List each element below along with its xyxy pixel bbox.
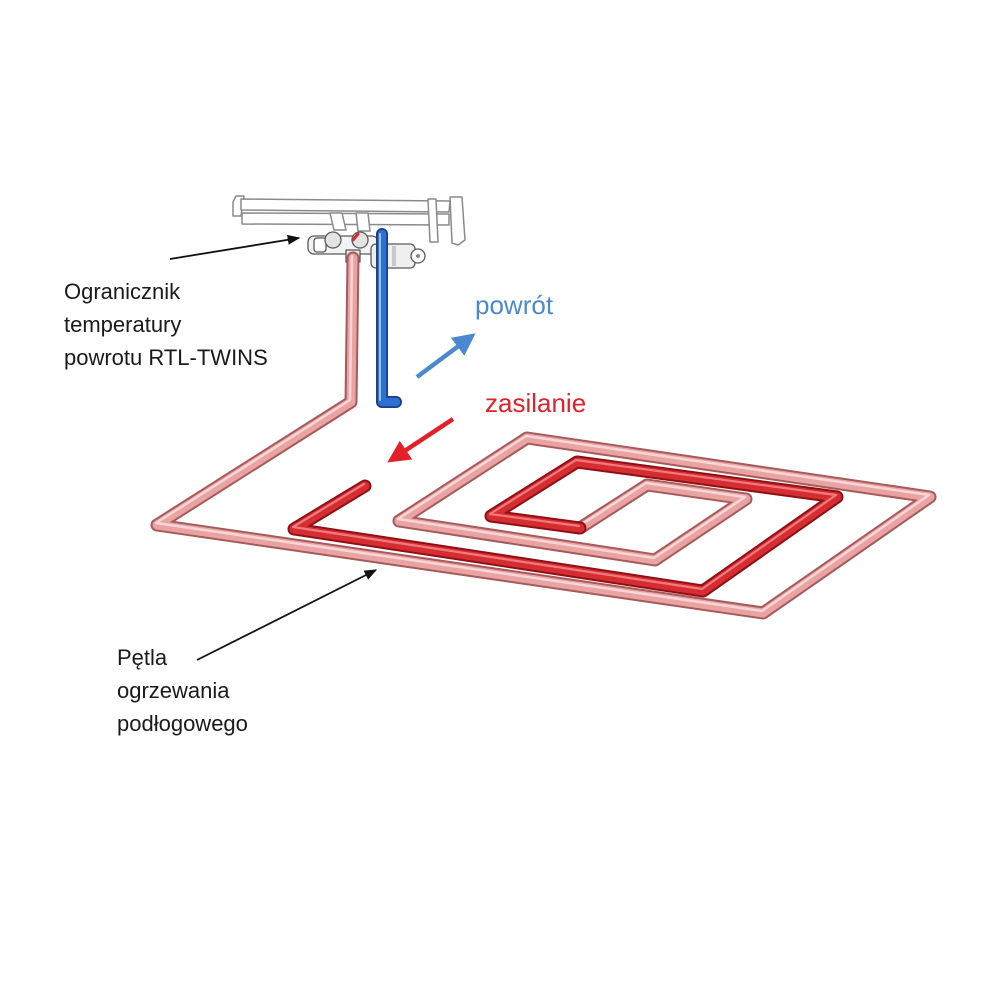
limiter-label: Ogranicznik temperatury powrotu RTL-TWIN… <box>64 275 268 374</box>
floor-loop-supply-pipe <box>287 455 844 598</box>
valve-red-mark <box>351 232 360 242</box>
return-pipe <box>376 228 402 408</box>
loop-label-line-1: Pętla <box>117 645 168 670</box>
supply-flow-label: zasilanie <box>485 388 587 418</box>
supply-flow-arrow <box>387 417 455 463</box>
limiter-label-line-1: Ogranicznik <box>64 279 181 304</box>
limiter-pointer-arrow <box>169 234 301 260</box>
loop-label: Pętla ogrzewania podłogowego <box>117 641 248 740</box>
return-flow-label: powrót <box>475 290 554 320</box>
limiter-label-line-2: temperatury <box>64 312 182 337</box>
loop-label-line-3: podłogowego <box>117 711 248 736</box>
rtl-twins-valve <box>307 231 426 269</box>
floor-loop-outer-pipe <box>150 251 937 620</box>
limiter-label-line-3: powrotu RTL-TWINS <box>64 345 268 370</box>
radiator <box>232 195 466 246</box>
return-flow-arrow <box>415 333 476 379</box>
loop-pointer-arrow <box>196 569 378 661</box>
loop-label-line-2: ogrzewania <box>117 678 230 703</box>
